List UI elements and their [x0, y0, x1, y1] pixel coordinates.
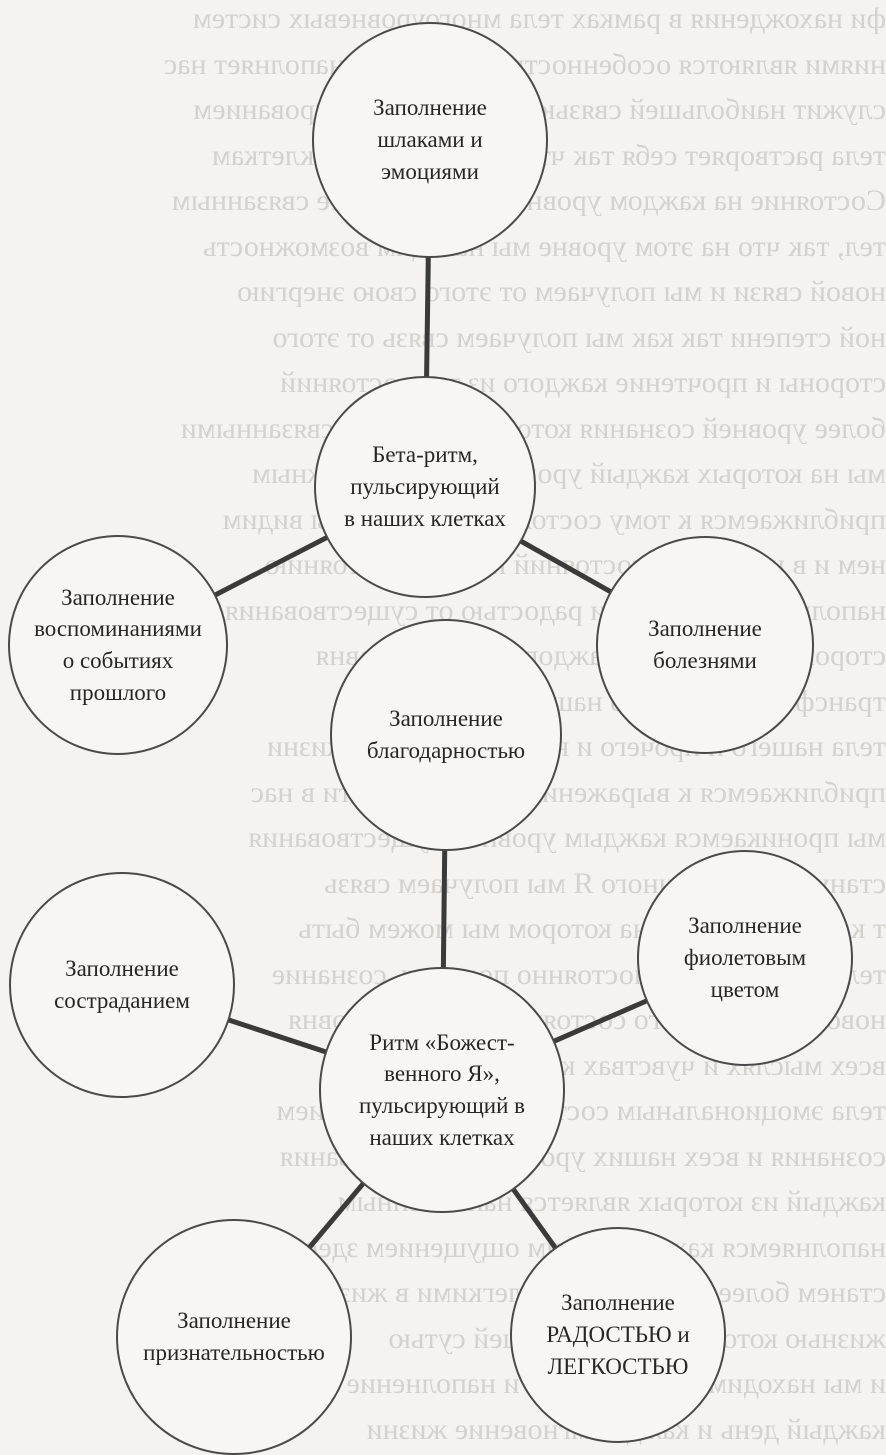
node-circle-recognition — [116, 1219, 352, 1455]
node-circle-slag — [312, 22, 548, 258]
node-circle-divine — [319, 967, 565, 1213]
node-circle-compassion — [9, 872, 235, 1098]
connector-recognition-divine — [307, 1181, 366, 1250]
node-label-divine: Ритм «Божест-венного Я», пульсирующий в на… — [326, 968, 558, 1212]
node-label-line: Бета-ритм, — [372, 442, 478, 468]
node-label-violet: Заполнение фиолетовым цветом — [643, 851, 846, 1065]
connector-joy-divine — [511, 1187, 558, 1250]
node-label-line: пульсирующий в — [358, 1093, 526, 1118]
node-circle-diseases — [596, 536, 814, 754]
node-label-line: о событиях — [62, 648, 174, 673]
connector-lines — [213, 256, 648, 1250]
connector-slag-beta — [424, 256, 431, 378]
connector-gratitude-divine — [440, 849, 448, 969]
node-label-beta: Бета-ритм, пульсирующий в наших клетках — [321, 377, 530, 597]
node-circle-memories — [8, 535, 228, 755]
node-label-line: фиолетовым — [683, 945, 807, 971]
node-label-line: эмоциями — [381, 158, 479, 184]
node-label-line: Заполнение — [688, 913, 802, 939]
node-label-line: Заполнение — [65, 956, 179, 982]
node-label-gratitude: Заполнение благодарностью — [337, 620, 556, 850]
node-circle-beta — [314, 376, 536, 598]
node-label-line: благодарностью — [366, 738, 526, 763]
node-label-line: прошлого — [69, 679, 167, 705]
node-label-line: воспоминаниями — [34, 616, 202, 642]
node-label-line: РАДОСТЬЮ и — [546, 1322, 690, 1348]
connector-beta-memories — [213, 535, 329, 598]
node-label-slag: Заполнение шлаками и эмоциями — [319, 23, 541, 257]
node-label-compassion: Заполнение состраданием — [16, 873, 229, 1097]
node-label-line: Заполнение — [177, 1308, 291, 1334]
node-label-line: состраданием — [54, 988, 190, 1013]
node-label-line: цветом — [710, 976, 780, 1002]
node-label-line: пульсирующий — [350, 474, 500, 500]
node-circle-violet — [637, 850, 853, 1066]
node-label-line: Заполнение — [561, 1290, 675, 1316]
node-circles — [8, 22, 853, 1455]
node-label-line: Заполнение — [373, 95, 487, 121]
node-label-line: ЛЕГКОСТЬЮ — [547, 1353, 689, 1379]
node-label-recognition: Заполнение признательностью — [123, 1220, 345, 1454]
node-label-line: наших клетках — [369, 1124, 515, 1150]
node-label-line: венного Я», — [384, 1061, 500, 1087]
node-label-memories: Заполнение воспоминаниями о событиях прошло… — [14, 536, 221, 754]
node-circle-gratitude — [330, 619, 562, 851]
node-label-diseases: Заполнение болезнями — [602, 537, 807, 753]
node-label-line: болезнями — [653, 648, 757, 673]
node-label-line: Заполнение — [389, 706, 503, 732]
node-label-line: в наших клетках — [344, 505, 506, 531]
node-label-line: Заполнение — [648, 616, 762, 642]
node-label-line: Заполнение — [61, 584, 175, 610]
node-circle-joy — [510, 1227, 726, 1443]
node-label-line: Ритм «Божест- — [369, 1029, 515, 1055]
node-label-line: шлаками и — [377, 127, 483, 153]
connector-beta-diseases — [519, 538, 613, 595]
node-label-line: признательностью — [143, 1340, 325, 1365]
connector-compassion-divine — [227, 1017, 327, 1055]
connector-violet-divine — [552, 998, 648, 1044]
